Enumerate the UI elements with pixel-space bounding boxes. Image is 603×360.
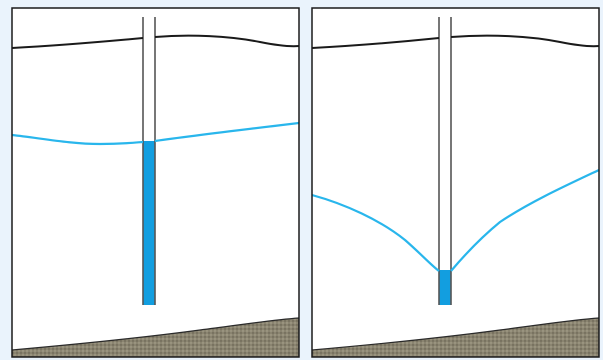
well-water-column <box>439 270 451 305</box>
panel-background <box>312 8 599 357</box>
well-water-column <box>143 141 155 305</box>
ground-surface-line <box>312 34 599 49</box>
bedrock-layer <box>312 317 599 357</box>
panel-during-pumping <box>311 7 600 358</box>
water-table-line <box>12 121 299 146</box>
panel-border <box>311 7 600 358</box>
panel-border <box>11 7 300 358</box>
cone-of-depression-right <box>450 169 599 272</box>
bedrock-layer <box>12 317 299 357</box>
ground-surface-line <box>12 34 299 49</box>
cone-of-depression-left <box>312 193 440 272</box>
panel-before-pumping <box>11 7 300 358</box>
